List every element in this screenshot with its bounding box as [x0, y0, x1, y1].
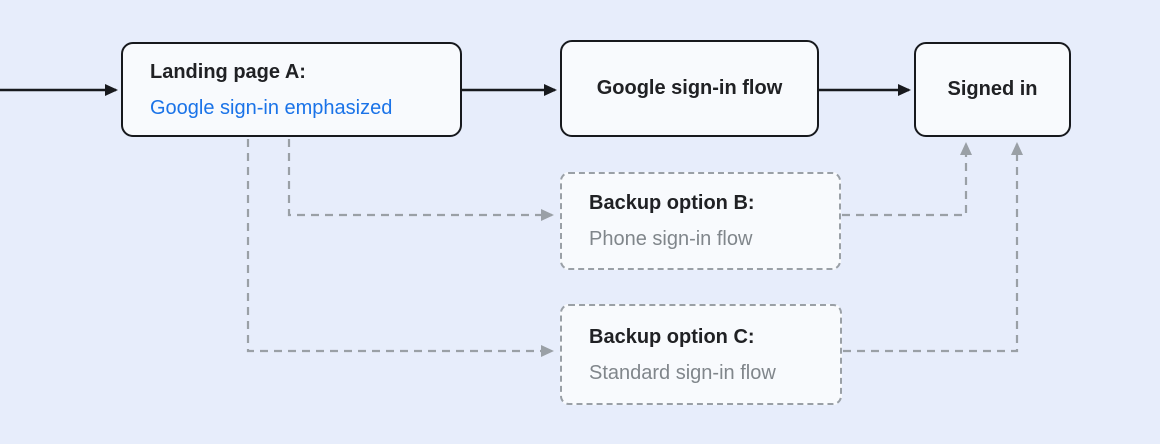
signed-in-label: Signed in [947, 78, 1038, 100]
node-backup-option-c: Backup option C: Standard sign-in flow [560, 304, 842, 405]
landing-page-a-subtitle: Google sign-in emphasized [150, 96, 393, 119]
landing-page-a-title: Landing page A: [150, 60, 306, 83]
node-backup-option-b: Backup option B: Phone sign-in flow [560, 172, 841, 270]
edge-landing-to-backup-b [287, 139, 554, 221]
backup-option-b-title: Backup option B: [589, 192, 755, 214]
backup-option-b-subtitle: Phone sign-in flow [589, 228, 753, 250]
edge-backup-c-to-signed-in [843, 142, 1023, 353]
backup-option-c-subtitle: Standard sign-in flow [589, 361, 776, 384]
edge-landing-to-backup-c [246, 139, 554, 357]
node-landing-page-a: Landing page A: Google sign-in emphasize… [121, 42, 462, 137]
google-sign-in-flow-label: Google sign-in flow [596, 77, 783, 99]
node-google-sign-in-flow: Google sign-in flow [560, 40, 819, 137]
node-signed-in: Signed in [914, 42, 1071, 137]
backup-option-c-title: Backup option C: [589, 325, 755, 348]
edge-backup-b-to-signed-in [842, 142, 972, 217]
